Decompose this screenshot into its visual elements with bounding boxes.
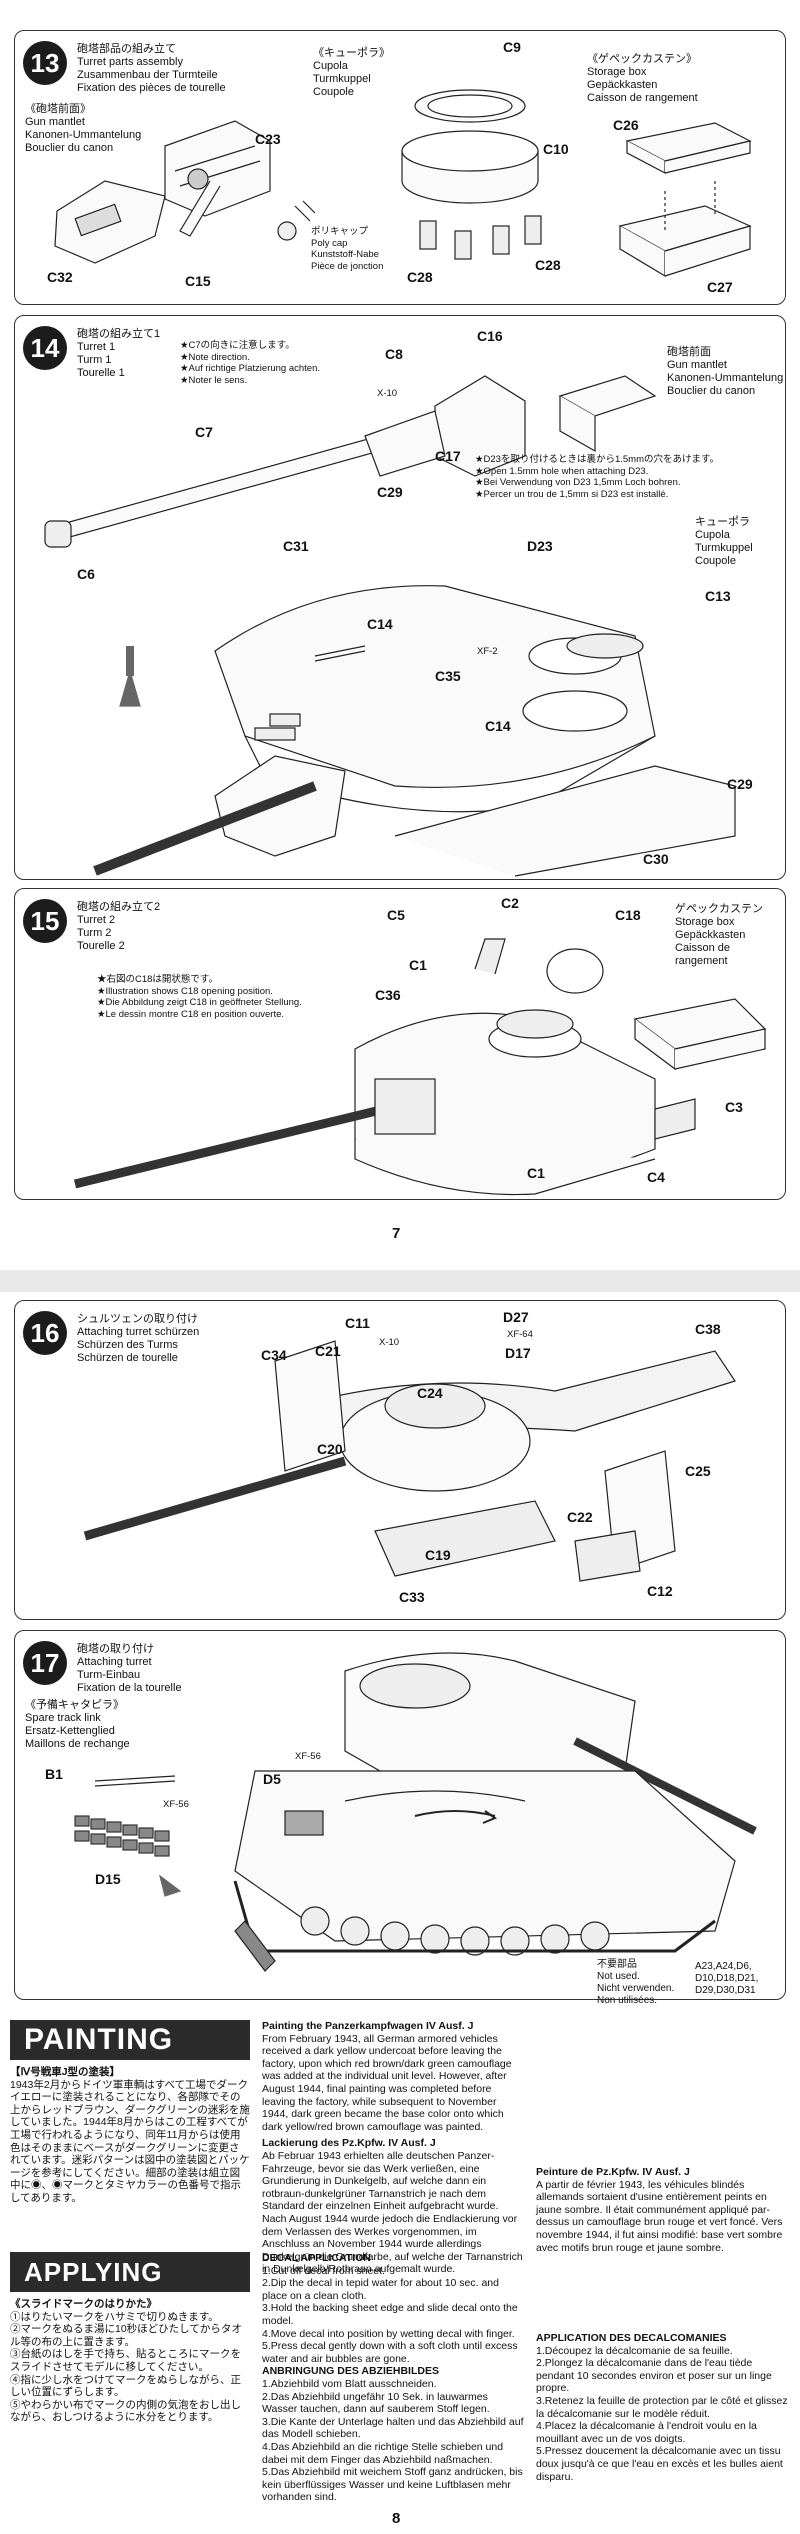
part-c9: C9 <box>503 39 521 55</box>
part-d27: D27 <box>503 1309 529 1325</box>
part-c30: C30 <box>643 851 669 867</box>
step-15-illustration <box>73 938 767 1196</box>
part-c22: C22 <box>567 1509 593 1525</box>
step-number: 13 <box>23 41 67 85</box>
spare-track-label: 《予備キャタピラ》Spare track link Ersatz-Ketteng… <box>25 1699 130 1750</box>
step-number: 17 <box>23 1641 67 1685</box>
direction-note: ★C7の向きに注意します。★Note direction. ★Auf richt… <box>180 340 321 386</box>
part-x10: X-10 <box>379 1337 400 1348</box>
part-c29-top: C29 <box>377 484 403 500</box>
part-c35: C35 <box>435 668 461 684</box>
step-14-illustration <box>44 375 736 877</box>
part-c4: C4 <box>647 1169 665 1185</box>
part-c12: C12 <box>647 1583 673 1599</box>
part-c25: C25 <box>685 1463 711 1479</box>
part-x10: X-10 <box>377 388 398 399</box>
part-c6: C6 <box>77 566 95 582</box>
part-c3: C3 <box>725 1099 743 1115</box>
painting-fr-column: Peinture de Pz.Kpfw. IV Ausf. J A partir… <box>536 2166 783 2254</box>
part-c28-left: C28 <box>407 269 433 285</box>
step-number: 16 <box>23 1311 67 1355</box>
part-c24: C24 <box>417 1385 443 1401</box>
page-number: 7 <box>392 1225 401 1242</box>
decals-en-de-column: DECAL APPLICATION 1.Cut off decal from s… <box>262 2252 524 2504</box>
painting-heading: PAINTING <box>10 2020 250 2060</box>
step-number: 15 <box>23 899 67 943</box>
step-17-illustration <box>74 1652 757 1972</box>
part-c34: C34 <box>261 1347 287 1363</box>
step-16-illustration <box>83 1340 736 1582</box>
part-c15: C15 <box>185 273 211 289</box>
part-c5: C5 <box>387 907 405 923</box>
painting-en-de-column: Painting the Panzerkampfwagen IV Ausf. J… <box>262 2020 523 2276</box>
part-c14-right: C14 <box>485 718 511 734</box>
part-c21: C21 <box>315 1343 341 1359</box>
part-c20: C20 <box>317 1441 343 1457</box>
step-13-illustration <box>54 89 752 278</box>
part-c26: C26 <box>613 117 639 133</box>
painting-jp-column: 【Ⅳ号戦車J型の塗装】 1943年2月からドイツ軍車輌はすべて工場でダークイエロ… <box>10 2066 250 2204</box>
part-c28-right: C28 <box>535 257 561 273</box>
part-c18: C18 <box>615 907 641 923</box>
part-c32: C32 <box>47 269 73 285</box>
paint-xf2: XF-2 <box>477 646 498 657</box>
part-c33: C33 <box>399 1589 425 1605</box>
part-c2: C2 <box>501 895 519 911</box>
part-c14-left: C14 <box>367 616 393 632</box>
part-c31: C31 <box>283 538 309 554</box>
not-used-parts-list: A23,A24,D6,D10,D18,D21, D29,D30,D31 <box>695 1961 759 1996</box>
part-c17: C17 <box>435 448 461 464</box>
page-number: 8 <box>392 2510 401 2527</box>
part-c36: C36 <box>375 987 401 1003</box>
paint-xf56-left: XF-56 <box>163 1799 189 1810</box>
part-c10: C10 <box>543 141 569 157</box>
part-c13: C13 <box>705 588 731 604</box>
page-separator <box>0 1270 800 1292</box>
part-c1-top: C1 <box>409 957 427 973</box>
part-c23: C23 <box>255 131 281 147</box>
paint-xf64: XF-64 <box>507 1329 533 1340</box>
part-c8: C8 <box>385 346 403 362</box>
part-c19: C19 <box>425 1547 451 1563</box>
part-c7: C7 <box>195 424 213 440</box>
part-d23: D23 <box>527 538 553 554</box>
part-c38: C38 <box>695 1321 721 1337</box>
part-c27: C27 <box>707 279 733 295</box>
part-c29-bottom: C29 <box>727 776 753 792</box>
part-b1: B1 <box>45 1766 63 1782</box>
decals-jp-column: 《スライドマークのはりかた》 ①はりたいマークをハサミで切りぬきます。②マークを… <box>10 2298 242 2424</box>
step-number: 14 <box>23 326 67 370</box>
part-d5: D5 <box>263 1771 281 1787</box>
decals-fr-column: APPLICATION DES DECALCOMANIES 1.Découpez… <box>536 2332 788 2483</box>
paint-xf56-right: XF-56 <box>295 1751 321 1762</box>
part-d17: D17 <box>505 1345 531 1361</box>
d23-hole-note: ★D23を取り付けるときは裏から1.5mmの穴をあけます。★Open 1.5mm… <box>475 454 720 500</box>
part-c11: C11 <box>345 1315 370 1331</box>
decals-heading: APPLYING DECALS <box>10 2252 250 2327</box>
part-d15: D15 <box>95 1871 121 1887</box>
part-c16: C16 <box>477 328 503 344</box>
c18-open-note: ★右図のC18は開状態です。★Illustration shows C18 op… <box>97 974 302 1020</box>
part-c1-bottom: C1 <box>527 1165 545 1181</box>
